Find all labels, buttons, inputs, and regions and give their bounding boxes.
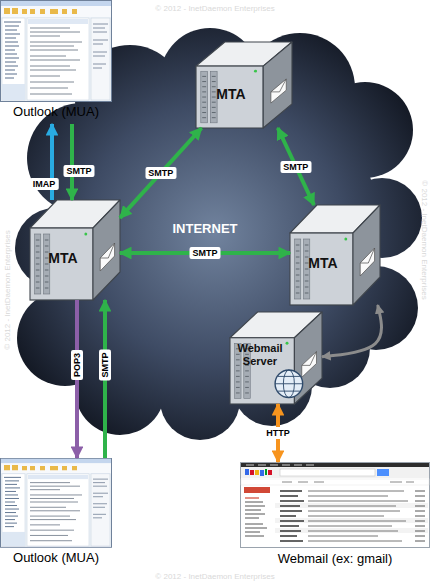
webmail-screenshot <box>250 470 254 475</box>
node-label: Outlook (MUA) <box>0 551 112 566</box>
watermark: © 2012 - InetDaemon Enterprises <box>155 4 274 13</box>
webmail-screenshot <box>268 470 272 475</box>
webmail-screenshot <box>246 465 314 466</box>
cloud-shape <box>27 103 137 213</box>
protocol-label: SMTP <box>189 247 220 259</box>
webmail-screenshot <box>245 502 267 536</box>
node-label: Webmail (ex: gmail) <box>240 552 430 567</box>
cloud-shape <box>317 82 413 178</box>
webmail-screenshot <box>308 491 408 541</box>
webmail-screenshot <box>255 470 259 475</box>
watermark: © 2012 - InetDaemon Enterprises <box>420 180 429 299</box>
webmail-screenshot <box>415 491 425 541</box>
outlook-screenshot <box>1 1 112 102</box>
protocol-label: SMTP <box>63 165 94 177</box>
node-label: MTA <box>200 86 262 102</box>
webmail-screenshot <box>265 469 267 475</box>
globe-icon <box>275 370 303 398</box>
webmail-screenshot <box>241 463 429 467</box>
connector-group <box>52 124 381 462</box>
protocol-label: SMTP <box>280 161 311 173</box>
webmail-screenshot <box>377 469 389 476</box>
outlook-screenshot <box>1 458 112 547</box>
server-icon <box>30 200 120 300</box>
webmail-screenshot <box>245 469 249 475</box>
node-label: INTERNET <box>155 222 255 237</box>
webmail-screenshot <box>241 467 429 478</box>
webmail-screenshot <box>280 491 304 541</box>
webmail-server-icon <box>230 312 322 404</box>
globe-icon <box>275 376 303 391</box>
webmail-screenshot <box>282 482 414 483</box>
server-icon <box>230 312 322 404</box>
protocol-label: POP3 <box>71 350 83 380</box>
watermark: © 2012 - InetDaemon Enterprises <box>155 572 274 581</box>
webmail-screenshot <box>280 469 375 476</box>
webmail-screenshot <box>260 470 264 476</box>
server-icon <box>196 42 292 128</box>
protocol-label: SMTP <box>145 167 176 179</box>
protocol-arrow <box>322 305 381 357</box>
cloud-shape <box>17 290 113 386</box>
protocol-arrow <box>120 128 202 218</box>
node-label: Webmail Server <box>234 342 286 367</box>
protocol-arrow <box>70 124 74 200</box>
protocol-label: SMTP <box>99 349 111 380</box>
node-label: MTA <box>293 255 353 271</box>
webmail-screenshot <box>241 463 430 548</box>
cloud-shape <box>75 345 165 435</box>
watermark: © 2012 - InetDaemon Enterprises <box>3 230 12 349</box>
webmail-screenshot <box>241 463 430 548</box>
node-label: MTA <box>33 250 93 266</box>
webmail-screenshot <box>241 479 429 485</box>
protocol-arrow <box>278 128 314 205</box>
node-label: Outlook (MUA) <box>0 105 112 120</box>
protocol-label: IMAP <box>30 178 59 190</box>
server-icon <box>290 205 380 305</box>
protocol-label: HTTP <box>263 427 293 439</box>
webmail-screenshot <box>244 487 270 493</box>
cloud-shape <box>160 360 240 440</box>
webmail-screenshot <box>245 497 259 498</box>
